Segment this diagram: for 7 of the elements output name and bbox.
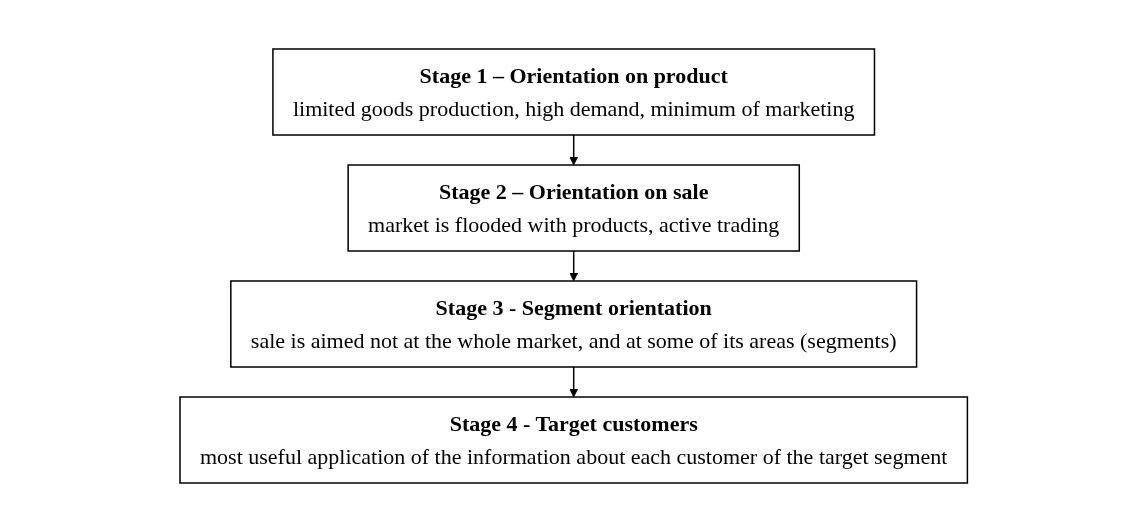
arrow xyxy=(569,134,579,166)
node-box: Stage 1 – Orientation on product limited goods production, high demand, minimum of marketing xyxy=(272,48,876,136)
node-box: Stage 4 - Target customers most useful application of the information about each customer of the target segment xyxy=(179,396,969,484)
arrow xyxy=(569,250,579,282)
arrow xyxy=(569,366,579,398)
node-box: Stage 2 – Orientation on sale market is flooded with products, active trading xyxy=(347,164,801,252)
node-box: Stage 3 - Segment orientation sale is aimed not at the whole market, and at some of its areas (segments) xyxy=(230,280,918,368)
